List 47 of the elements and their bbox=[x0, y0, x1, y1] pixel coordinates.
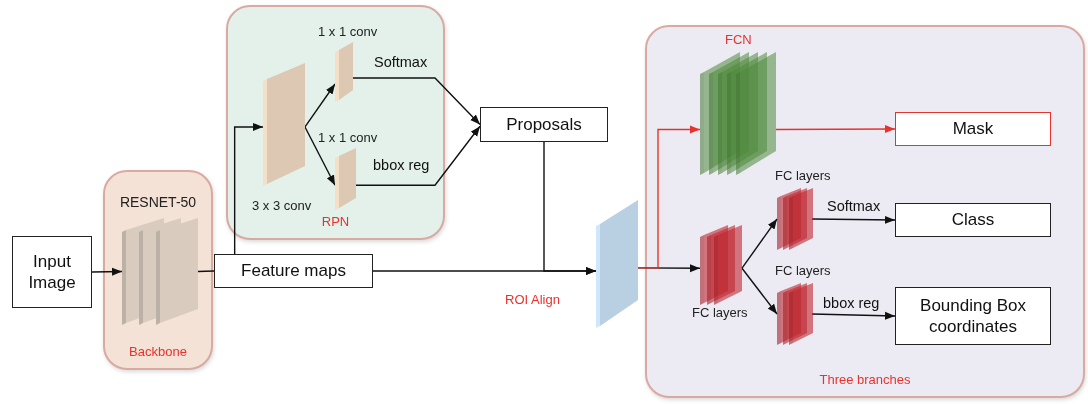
panel-heading: RESNET-50 bbox=[118, 194, 198, 210]
arrow bbox=[304, 83, 336, 128]
process-box: Mask bbox=[895, 112, 1051, 146]
feature-map-plate bbox=[335, 42, 353, 102]
arrow bbox=[811, 311, 896, 320]
layer-caption: 1 x 1 conv bbox=[318, 24, 378, 39]
panel-label: Three branches bbox=[818, 372, 912, 387]
arrow bbox=[372, 267, 597, 276]
layer-caption: ROI Align bbox=[505, 292, 560, 307]
arrow bbox=[233, 122, 264, 255]
layer-caption: FC layers bbox=[775, 168, 831, 183]
process-box: Input Image bbox=[12, 236, 92, 308]
layer-stack-drawing bbox=[777, 188, 812, 250]
stage-panel bbox=[226, 5, 445, 240]
feature-map-plate bbox=[596, 200, 638, 328]
arrow bbox=[637, 125, 701, 269]
arrow bbox=[775, 125, 896, 134]
panel-label: Backbone bbox=[128, 344, 188, 359]
layer-caption: FC layers bbox=[775, 263, 831, 278]
arrow bbox=[352, 77, 481, 126]
feature-map-plate bbox=[335, 148, 356, 210]
layer-stack-drawing bbox=[700, 52, 776, 175]
layer-stack-drawing bbox=[700, 225, 742, 305]
process-box: Proposals bbox=[480, 107, 608, 142]
feature-map-plate bbox=[263, 63, 305, 186]
edge-label: Softmax bbox=[373, 55, 429, 71]
process-box: Feature maps bbox=[214, 254, 373, 288]
layer-caption: FCN bbox=[725, 32, 752, 47]
stage-panel bbox=[103, 170, 213, 370]
layer-stack-drawing bbox=[777, 283, 812, 345]
layer-caption: FC layers bbox=[692, 305, 748, 320]
arrow bbox=[304, 126, 336, 186]
process-box: Class bbox=[895, 203, 1051, 237]
layer-caption: 1 x 1 conv bbox=[318, 130, 378, 145]
edge-label: bbox reg bbox=[822, 296, 881, 312]
edge-label: Softmax bbox=[826, 199, 882, 215]
layer-stack-drawing bbox=[122, 218, 198, 325]
process-box: Bounding Box coordinates bbox=[895, 287, 1051, 345]
arrow bbox=[91, 267, 123, 276]
stage-panel bbox=[645, 25, 1085, 398]
arrow bbox=[355, 125, 481, 186]
edge-label: bbox reg bbox=[372, 158, 431, 174]
arrow bbox=[741, 218, 778, 269]
layer-caption: 3 x 3 conv bbox=[252, 198, 312, 213]
arrow bbox=[811, 215, 896, 224]
arrow bbox=[741, 267, 778, 315]
panel-label: RPN bbox=[320, 214, 351, 229]
